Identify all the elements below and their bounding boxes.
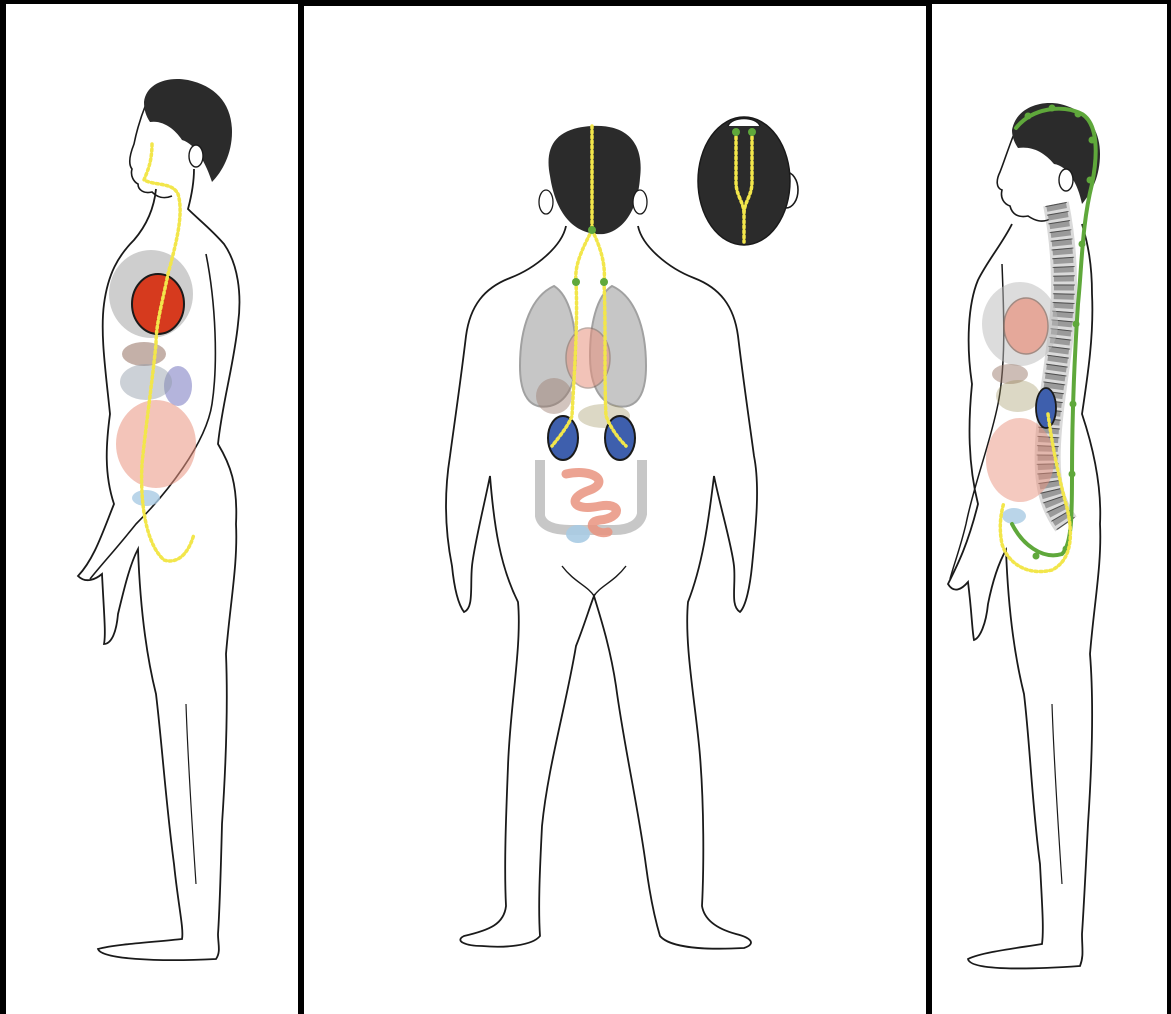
back-ear-left (539, 190, 553, 214)
head-top-view (698, 117, 798, 245)
intestines (116, 400, 196, 488)
ear (1059, 169, 1073, 191)
gluteal-line (562, 566, 626, 596)
hair (144, 79, 232, 182)
side-view-right-panel (926, 0, 1171, 1014)
back-view-panel (304, 0, 932, 1014)
liver (536, 378, 572, 414)
side-view-left-panel (0, 0, 304, 1014)
bladder (1002, 508, 1026, 524)
heart (1004, 298, 1048, 354)
back-head-hair (549, 126, 641, 234)
stomach (996, 380, 1040, 412)
back-view-figure (304, 6, 926, 1014)
side-view-right-figure (932, 4, 1167, 1014)
ear (189, 145, 203, 167)
bladder (566, 525, 590, 543)
meridian-point (600, 278, 608, 286)
intestines (986, 418, 1054, 502)
leg-line (186, 704, 196, 884)
stomach (120, 364, 172, 400)
meridian-point (588, 226, 596, 234)
meridian-point (748, 128, 756, 136)
meridian-point (572, 278, 580, 286)
back-ear-right (633, 190, 647, 214)
leg-line (1052, 704, 1062, 884)
kidney-left (548, 416, 578, 460)
kidney (1036, 388, 1056, 428)
liver (122, 342, 166, 366)
small-intestine (566, 473, 617, 533)
bladder (132, 490, 160, 506)
meridian-point (732, 128, 740, 136)
side-view-left-figure (6, 4, 298, 1014)
